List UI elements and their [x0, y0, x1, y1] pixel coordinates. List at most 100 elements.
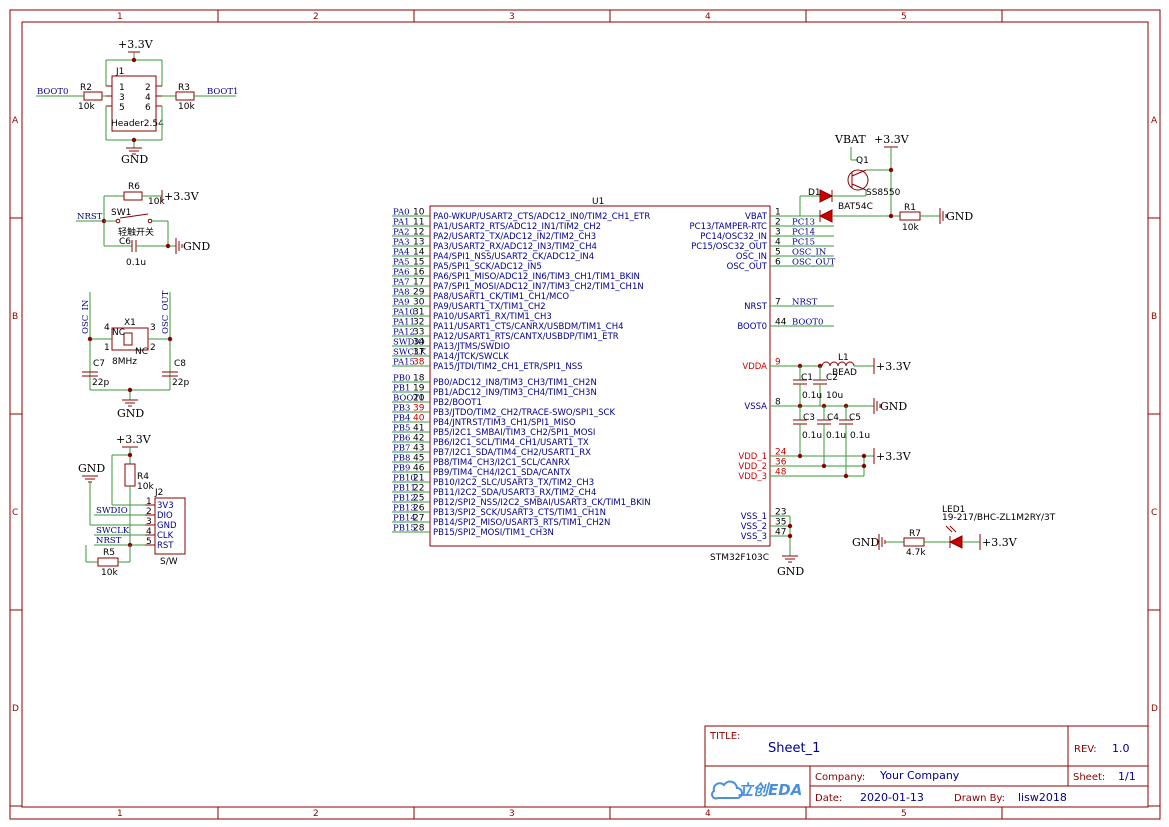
mcu-pin-number: 33 [413, 328, 424, 338]
r3-ref: R3 [178, 83, 190, 93]
mcu-pin-number: 12 [413, 228, 424, 238]
net-boot0: BOOT0 [37, 87, 68, 97]
grid-row-label: A [12, 116, 19, 126]
mcu-pin-number: 30 [413, 298, 425, 308]
mcu-pin-number: 23 [775, 508, 786, 518]
j1-header [111, 75, 157, 132]
gnd-label: GND [880, 400, 907, 413]
mcu-pin-name: PB14/SPI2_MISO/USART3_RTS/TIM1_CH2N [433, 518, 610, 528]
mcu-pin-number: 16 [413, 268, 425, 278]
r4-ref: R4 [137, 472, 149, 482]
mcu-pin-name: PC13/TAMPER-RTC [690, 222, 768, 232]
mcu-net-label: PA5 [393, 258, 410, 268]
j2-pin-name: CLK [157, 531, 174, 541]
c2-ref: C2 [826, 373, 838, 383]
mcu-pin-name: PC15/OSC32_OUT [691, 242, 768, 252]
mcu-pin-name: PA15/JTDI/TIM2_CH1_ETR/SPI1_NSS [433, 362, 583, 372]
mcu-pin-name: PA4/SPI1_NSS/USART2_CK/ADC12_IN4 [433, 252, 594, 262]
gnd-label: GND [946, 210, 973, 223]
date-value: 2020-01-13 [860, 791, 924, 804]
mcu-pin-number: 44 [775, 318, 787, 328]
l1-ref: L1 [838, 353, 849, 363]
j1-ref: J1 [115, 67, 124, 77]
mcu-net-label: OSC_IN [792, 248, 827, 258]
mcu-pin-number: 15 [413, 258, 424, 268]
q1-transistor [847, 169, 869, 191]
c6-ref: C6 [119, 237, 131, 247]
power-label: +3.3V [876, 360, 912, 373]
r5-value: 10k [101, 568, 118, 578]
c4-value: 0.1u [826, 431, 846, 441]
c6-value: 0.1u [126, 258, 146, 268]
mcu-pin-name: PA12/USART1_RTS/CANTX/USBDP/TIM1_ETR [433, 332, 619, 342]
j2-ref: J2 [154, 488, 163, 498]
mcu-pin-name: OSC_OUT [727, 262, 768, 272]
mcu-net-label: PA6 [393, 268, 410, 278]
mcu-pin-name: PA3/USART2_RX/ADC12_IN3/TIM2_CH4 [433, 242, 597, 252]
j1-pin-label: 4 [145, 93, 151, 103]
mcu-pin-number: 2 [775, 218, 781, 228]
mcu-pin-number: 25 [413, 494, 424, 504]
mcu-pin-name: PA8/USART1_CK/TIM1_CH1/MCO [433, 292, 569, 302]
r4-value: 10k [137, 482, 154, 492]
grid-row-label: C [1151, 508, 1157, 518]
r2-value: 10k [78, 102, 95, 112]
q1-value: SS8550 [866, 188, 901, 198]
mcu-pin-name: PB0/ADC12_IN8/TIM3_CH3/TIM1_CH2N [433, 378, 597, 388]
x1-pin-label: 2 [150, 343, 156, 353]
gnd-label: GND [777, 565, 804, 578]
mcu-pin-number: 21 [413, 474, 424, 484]
mcu-net-label: PB4 [393, 414, 410, 424]
mcu-pin-name: VDD_1 [738, 452, 767, 462]
mcu-net-label: PB0 [393, 374, 410, 384]
mcu-pin-name: VDDA [742, 362, 767, 372]
grid-col-label: 1 [117, 809, 123, 819]
mcu-net-label: BOOT1 [393, 394, 424, 404]
mcu-pin-number: 11 [413, 218, 424, 228]
mcu-pin-number: 26 [413, 504, 425, 514]
power-label: +3.3V [874, 133, 910, 146]
r6-ref: R6 [128, 182, 140, 192]
mcu-net-label: PA10 [393, 308, 415, 318]
mcu-pin-number: 8 [775, 398, 781, 408]
led-block: GND +3.3V R7 4.7k LED1 19-217/BHC-ZL1M2R… [852, 505, 1056, 558]
j1-pin-label: 6 [145, 103, 151, 113]
c8-ref: C8 [174, 359, 186, 369]
net-nrst: NRST [77, 212, 103, 222]
mcu-net-label: PB7 [393, 444, 410, 454]
c2-value: 10u [826, 391, 843, 401]
mcu-pin-number: 7 [775, 298, 781, 308]
oscillator-block: OSC_IN OSC_OUT X1 8MHz NC NC 4 3 1 2 C7 … [81, 290, 189, 420]
c1-value: 0.1u [802, 391, 822, 401]
mcu-pin-name: PB8/TIM4_CH3/I2C1_SCL/CANRX [433, 458, 570, 468]
mcu-pin-name: OSC_IN [736, 252, 767, 262]
grid-row-label: B [12, 312, 18, 322]
mcu-pin-name: PA14/JTCK/SWCLK [433, 352, 509, 362]
r7-ref: R7 [909, 529, 921, 539]
d1-ref: D1 [808, 188, 821, 198]
mcu-pin-name: PB11/I2C2_SDA/USART3_RX/TIM2_CH4 [433, 488, 596, 498]
grid-col-label: 3 [509, 12, 515, 22]
mcu-pin-number: 45 [413, 454, 424, 464]
mcu-net-label: PA1 [393, 218, 410, 228]
mcu-net-label: PA7 [393, 278, 410, 288]
mcu-pin-name: PA10/USART1_RX/TIM1_CH3 [433, 312, 552, 322]
